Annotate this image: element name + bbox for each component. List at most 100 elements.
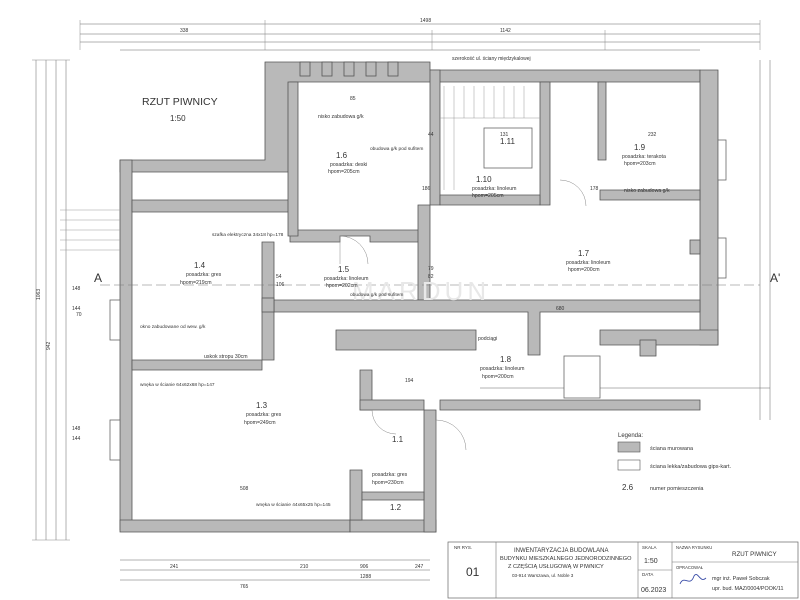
svg-text:82: 82	[428, 274, 434, 280]
svg-text:131: 131	[500, 132, 509, 138]
svg-text:wnęka w ścianie 64x62x68 hp=14: wnęka w ścianie 64x62x68 hp=147	[140, 382, 215, 388]
section-marker-left: A	[94, 271, 102, 285]
title-block: NR RYS. 01 INWENTARYZACJA BUDOWLANA BUDY…	[447, 541, 799, 599]
svg-text:wnęka w ścianie 44x65x25 hp=14: wnęka w ścianie 44x65x25 hp=145	[256, 502, 331, 508]
svg-text:186: 186	[422, 186, 431, 192]
svg-text:680: 680	[556, 306, 565, 312]
svg-text:1498: 1498	[420, 18, 431, 24]
room-labels: 1.6 posadzka: deski hpom=205cm 1.11 1.10…	[180, 137, 666, 512]
svg-text:nisko zabudowa g/k: nisko zabudowa g/k	[624, 188, 670, 194]
room-1-5: 1.5 posadzka: linoleum hpom=202cm	[324, 265, 368, 289]
svg-text:posadzka: gres: posadzka: gres	[246, 412, 282, 418]
door-swings	[339, 179, 587, 451]
watermark: MARDUN	[352, 276, 490, 306]
svg-text:70: 70	[76, 312, 82, 318]
dimension-lines	[32, 20, 771, 581]
svg-text:1.5: 1.5	[338, 265, 350, 274]
scale-label: SKALA	[642, 545, 657, 550]
svg-text:210: 210	[300, 564, 309, 570]
svg-text:nisko zabudowa g/k: nisko zabudowa g/k	[318, 114, 364, 120]
svg-text:posadzka: linoleum: posadzka: linoleum	[472, 186, 516, 192]
svg-text:1142: 1142	[500, 28, 511, 34]
drawing-scale: 1:50	[170, 114, 186, 123]
drawing-title: RZUT PIWNICY	[142, 96, 218, 108]
project-line-1: INWENTARYZACJA BUDOWLANA	[514, 548, 608, 554]
annotations: nisko zabudowa g/k obudowa g/k pod sufit…	[140, 114, 670, 508]
svg-text:1.2: 1.2	[390, 503, 402, 512]
svg-text:posadzka: gres: posadzka: gres	[186, 272, 222, 278]
svg-text:1.11: 1.11	[500, 137, 516, 146]
svg-text:942: 942	[46, 341, 52, 350]
author-label: OPRACOWAŁ	[676, 565, 704, 570]
svg-text:hpom=200cm: hpom=200cm	[482, 374, 514, 380]
svg-text:szafka elektryczna 34x18 hp=17: szafka elektryczna 34x18 hp=178	[212, 232, 284, 238]
drawing-name-label: NAZWA RYSUNKU	[676, 545, 712, 550]
light-walls	[109, 127, 727, 461]
legend-swatch-masonry	[617, 441, 641, 453]
project-line-2: BUDYNKU MIESZKALNEGO JEDNORODZINNEGO	[500, 556, 632, 562]
svg-text:posadzka: terakota: posadzka: terakota	[622, 154, 666, 160]
svg-text:obudowa g/k pod sufitem: obudowa g/k pod sufitem	[370, 146, 423, 152]
section-marker-right: A'	[770, 271, 780, 285]
svg-text:1.7: 1.7	[578, 249, 590, 258]
svg-text:765: 765	[240, 584, 249, 590]
address: 03-914 Warszawa, ul. Noble 3	[512, 573, 574, 578]
svg-text:194: 194	[405, 378, 414, 384]
drawing-name-value: RZUT PIWNICY	[732, 551, 777, 558]
svg-text:338: 338	[180, 28, 189, 34]
svg-text:posadzka: deski: posadzka: deski	[330, 162, 367, 168]
legend-room-no-label: numer pomieszczenia	[650, 486, 704, 492]
svg-text:hpom=205cm: hpom=205cm	[328, 169, 360, 175]
svg-text:906: 906	[360, 564, 369, 570]
svg-text:1.3: 1.3	[256, 401, 268, 410]
svg-text:obudowa g/k pod sufitem: obudowa g/k pod sufitem	[350, 292, 403, 298]
room-1-2: 1.2	[390, 503, 402, 512]
svg-text:hpom=202cm: hpom=202cm	[326, 283, 358, 289]
svg-text:hpom=249cm: hpom=249cm	[244, 420, 276, 426]
svg-text:1.6: 1.6	[336, 151, 348, 160]
author-name: mgr inż. Paweł Sobczak	[712, 576, 770, 582]
svg-text:posadzka: linoleum: posadzka: linoleum	[324, 276, 368, 282]
svg-text:79: 79	[428, 266, 434, 272]
sheet-label: NR RYS.	[454, 545, 472, 550]
svg-text:508: 508	[240, 486, 249, 492]
svg-text:okno zabudowane od wew. g/k: okno zabudowane od wew. g/k	[140, 324, 206, 330]
svg-text:hpom=205cm: hpom=205cm	[472, 193, 504, 199]
scale-value: 1:50	[644, 558, 658, 565]
svg-text:232: 232	[648, 132, 657, 138]
room-1-6: 1.6 posadzka: deski hpom=205cm	[328, 151, 367, 175]
legend-swatch-light	[617, 459, 641, 471]
svg-text:1.4: 1.4	[194, 261, 206, 270]
svg-text:148: 148	[72, 286, 81, 292]
svg-text:1288: 1288	[360, 574, 371, 580]
top-wall-note: szerokość ul. ściany międzykalowej	[452, 56, 531, 62]
legend-room-no-example: 2.6	[622, 483, 634, 492]
svg-text:44: 44	[428, 132, 434, 138]
svg-text:hpom=200cm: hpom=200cm	[568, 267, 600, 273]
legend-label-light: ściana lekka/zabudowa gips-kart.	[650, 464, 731, 470]
legend-label-masonry: ściana murowana	[650, 446, 694, 452]
dimension-labels: 1498 338 1142 1288 241 765 210 906 247 1…	[36, 18, 657, 590]
svg-text:hpom=230cm: hpom=230cm	[372, 480, 404, 486]
svg-text:hpom=219cm: hpom=219cm	[180, 280, 212, 286]
svg-text:1.9: 1.9	[634, 143, 646, 152]
date-label: DATA	[642, 572, 653, 577]
svg-text:posadzka: linoleum: posadzka: linoleum	[480, 366, 524, 372]
svg-text:podciągi: podciągi	[478, 336, 497, 342]
svg-text:54: 54	[276, 274, 282, 280]
svg-text:hpom=203cm: hpom=203cm	[624, 161, 656, 167]
svg-text:1.10: 1.10	[476, 175, 492, 184]
svg-text:241: 241	[170, 564, 179, 570]
project-line-3: Z CZĘŚCIĄ USŁUGOWĄ W PIWNICY	[508, 562, 604, 570]
room-1-4: 1.4 posadzka: gres hpom=219cm	[180, 261, 222, 286]
room-1-8: 1.8 posadzka: linoleum hpom=200cm	[480, 355, 524, 380]
author-license: upr. bud. MAZ/0004/POOK/11	[712, 586, 784, 592]
sheet-number: 01	[466, 565, 480, 579]
signature	[679, 574, 707, 585]
svg-text:85: 85	[350, 96, 356, 102]
svg-text:1.8: 1.8	[500, 355, 512, 364]
svg-text:148: 148	[72, 426, 81, 432]
svg-text:106: 106	[276, 282, 285, 288]
legend-title: Legenda:	[618, 433, 643, 439]
